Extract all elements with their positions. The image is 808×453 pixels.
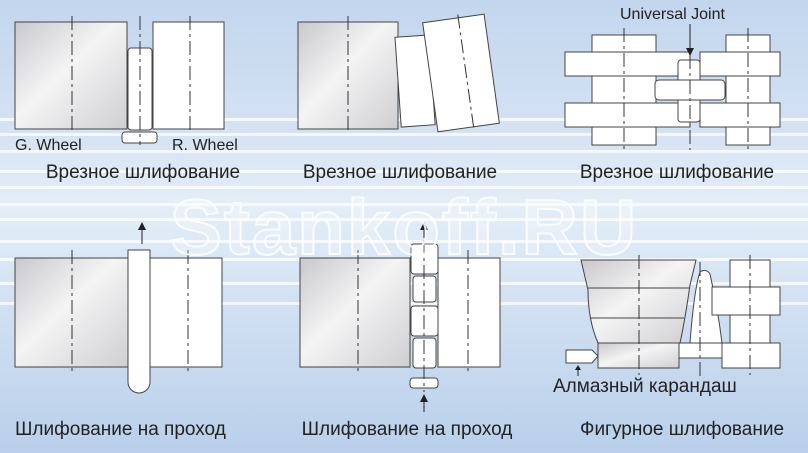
panel-through-feed-1: Шлифование на проход	[14, 222, 226, 440]
caption: Фигурное шлифование	[580, 419, 784, 440]
watermark: Stankoff.RU	[170, 183, 638, 271]
caption: Шлифование на проход	[15, 419, 226, 440]
caption: Врезное шлифование	[303, 162, 497, 183]
panel-plunge-grinding-1: G. Wheel R. Wheel Врезное шлифование	[14, 16, 240, 183]
grinding-wheel	[14, 21, 128, 130]
panel-plunge-grinding-3: Universal Joint Врезное шлифование	[564, 6, 781, 183]
caption: Шлифование на проход	[302, 419, 513, 440]
caption: Врезное шлифование	[580, 162, 774, 183]
workpiece	[127, 249, 151, 394]
panel-through-feed-2: Шлифование на проход	[299, 222, 513, 440]
workpiece-profile	[689, 269, 723, 344]
dresser-label: Алмазный карандаш	[553, 376, 737, 397]
regulating-wheel	[422, 13, 500, 133]
caption: Врезное шлифование	[46, 162, 240, 183]
diamond-dresser	[565, 349, 599, 364]
g-wheel-label: G. Wheel	[15, 137, 82, 154]
panel-form-grinding: Алмазный карандаш Фигурное шлифование	[553, 255, 784, 440]
universal-joint-label: Universal Joint	[620, 6, 725, 23]
panel-plunge-grinding-2: Врезное шлифование	[297, 13, 500, 183]
grinding-wheel	[299, 257, 411, 368]
regulating-wheel	[152, 21, 225, 130]
regulating-wheel	[149, 257, 223, 368]
regulating-wheel	[437, 257, 501, 368]
r-wheel-label: R. Wheel	[172, 137, 238, 154]
